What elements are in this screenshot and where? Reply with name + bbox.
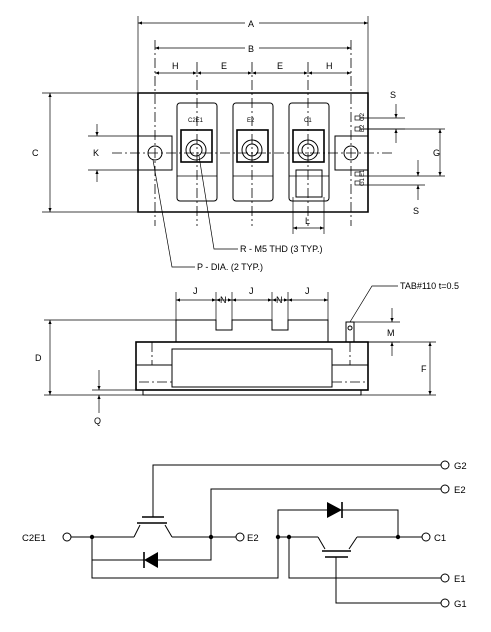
igbt-q2 (71, 464, 441, 538)
dim-e-right: E (277, 61, 283, 71)
node-label-e1: E1 (454, 574, 466, 585)
dim-c: C (32, 148, 39, 158)
label-c2e1: C2E1 (188, 118, 204, 124)
dim-h-left: H (172, 61, 179, 71)
pin-e1: E1 (360, 169, 366, 177)
node-e2-top (440, 484, 450, 494)
pin-g2: G2 (360, 112, 366, 121)
terminal-profile (175, 319, 329, 342)
node-label-c1: C1 (434, 533, 446, 544)
dim-q: Q (94, 416, 101, 426)
label-e2: E2 (247, 118, 255, 124)
note-thread: R - M5 THD (3 TYP.) (240, 244, 323, 254)
circuit-diagram: G2 E2 C2E1 E2 C1 E1 G1 (22, 460, 467, 610)
terminal-c2e1 (180, 129, 213, 163)
terminal-e2 (236, 129, 269, 163)
dim-j-2: J (249, 286, 254, 296)
dim-m: M (387, 328, 395, 338)
pin-g1: G1 (360, 177, 366, 186)
dim-g: G (433, 148, 440, 158)
dim-s-bottom: S (413, 206, 419, 216)
dim-k: K (93, 148, 99, 158)
dim-h-right: H (326, 61, 333, 71)
top-view: C2E1 E2 C1 G2 E2 E1 G1 A B (32, 16, 445, 272)
node-c2e1 (62, 532, 72, 542)
note-hole: P - DIA. (2 TYP.) (197, 262, 263, 272)
dim-e-left: E (221, 61, 227, 71)
dim-f: F (421, 364, 427, 374)
diode-d2 (91, 537, 212, 568)
pin-e2: E2 (360, 124, 366, 132)
node-g1 (440, 598, 450, 608)
module-outline (137, 92, 369, 213)
dim-s-top: S (390, 90, 396, 100)
igbt-q1 (278, 536, 441, 604)
node-label-e2-mid: E2 (247, 533, 259, 544)
dim-b: B (248, 44, 254, 54)
node-label-g2: G2 (454, 461, 467, 472)
dim-l: L (305, 216, 310, 226)
dim-a: A (248, 19, 254, 29)
side-view: TAB#110 t=0.5 J N J N J D Q M (35, 281, 459, 426)
dim-n-2: N (276, 295, 283, 305)
dim-j-3: J (305, 286, 310, 296)
tab-110 (345, 321, 355, 343)
terminal-c1 (292, 129, 325, 163)
node-c1 (421, 532, 431, 542)
node-e1 (440, 573, 450, 583)
dim-j-1: J (193, 286, 198, 296)
tab-note: TAB#110 t=0.5 (400, 281, 459, 291)
node-g2 (440, 460, 450, 470)
node-label-e2-top: E2 (454, 485, 466, 496)
mounting-hole-right (343, 145, 359, 161)
dim-n-1: N (220, 295, 227, 305)
node-e2-mid (235, 532, 245, 542)
dim-d: D (35, 353, 42, 363)
node-label-c2e1: C2E1 (22, 533, 46, 544)
node-label-g1: G1 (454, 599, 467, 610)
diode-d1 (327, 502, 399, 537)
